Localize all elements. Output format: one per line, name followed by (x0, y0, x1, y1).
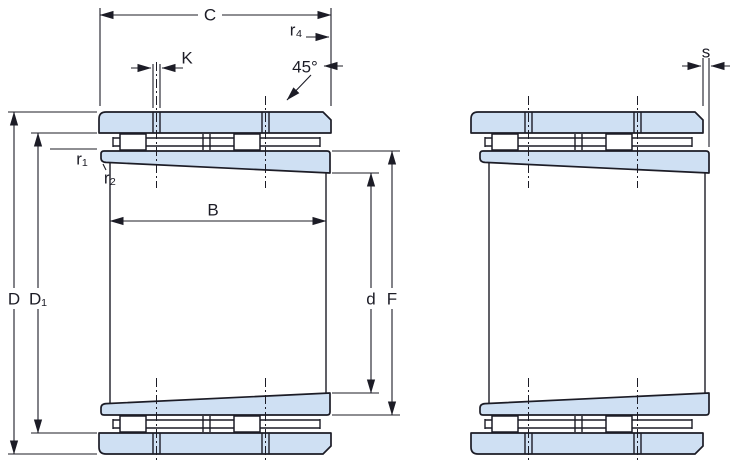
dim-45deg: 45° (286, 58, 343, 101)
label-background (381, 288, 402, 309)
roller (233, 133, 261, 151)
label-K: K (181, 49, 193, 68)
cage-bottom (484, 416, 693, 432)
cage-top (484, 134, 693, 150)
label-r1: r₁ (76, 150, 88, 169)
label-D1: D₁ (29, 290, 47, 309)
label-F: F (387, 290, 397, 309)
lubrication-holes (524, 112, 642, 454)
roller (233, 415, 261, 433)
dim-d: d (332, 172, 381, 394)
dim-C: C (99, 5, 332, 106)
dim-r1: r₁ (50, 148, 97, 169)
dim-r4: r₄ (290, 21, 330, 42)
label-background (3, 288, 25, 309)
inner-ring-bottom-section (100, 392, 331, 416)
dim-D1: D₁ (26, 132, 97, 434)
dim-s: s (682, 43, 730, 147)
label-B: B (207, 201, 218, 220)
left-bearing-view (98, 62, 332, 462)
inner-ring-bottom-section (479, 392, 710, 416)
roller (119, 133, 147, 151)
dim-K: K (131, 49, 193, 108)
roller (491, 415, 519, 433)
label-C: C (204, 6, 216, 25)
dim-D: D (3, 111, 97, 455)
label-45deg: 45° (292, 58, 318, 77)
roller (605, 133, 633, 151)
label-D: D (8, 290, 20, 309)
right-bearing-view (470, 96, 710, 462)
inner-ring-top-section (479, 150, 710, 174)
lubrication-holes (152, 112, 270, 454)
inner-ring-top-section (100, 150, 331, 174)
dim-r2: r₂ (102, 163, 116, 188)
label-background (361, 288, 381, 309)
label-background (198, 5, 222, 25)
cage-top (112, 134, 321, 150)
label-background (26, 288, 51, 309)
outer-ring-top-section (98, 111, 332, 134)
roller (605, 415, 633, 433)
label-s: s (702, 43, 711, 62)
chamfer-angle-leader (286, 74, 312, 101)
leader-line (102, 163, 107, 171)
roller (119, 415, 147, 433)
outer-ring-bottom-section (98, 432, 332, 455)
outer-ring-bottom-section (470, 432, 704, 455)
label-r4: r₄ (290, 21, 303, 40)
label-r2: r₂ (104, 169, 116, 188)
outer-ring-top-section (470, 111, 704, 134)
dimension-annotations: C r₄ 45° K r₁ r₂ B (3, 5, 730, 455)
label-d: d (366, 290, 375, 309)
dim-F: F (332, 150, 402, 416)
dim-B: B (109, 201, 327, 226)
roller (491, 133, 519, 151)
cage-bottom (112, 416, 321, 432)
